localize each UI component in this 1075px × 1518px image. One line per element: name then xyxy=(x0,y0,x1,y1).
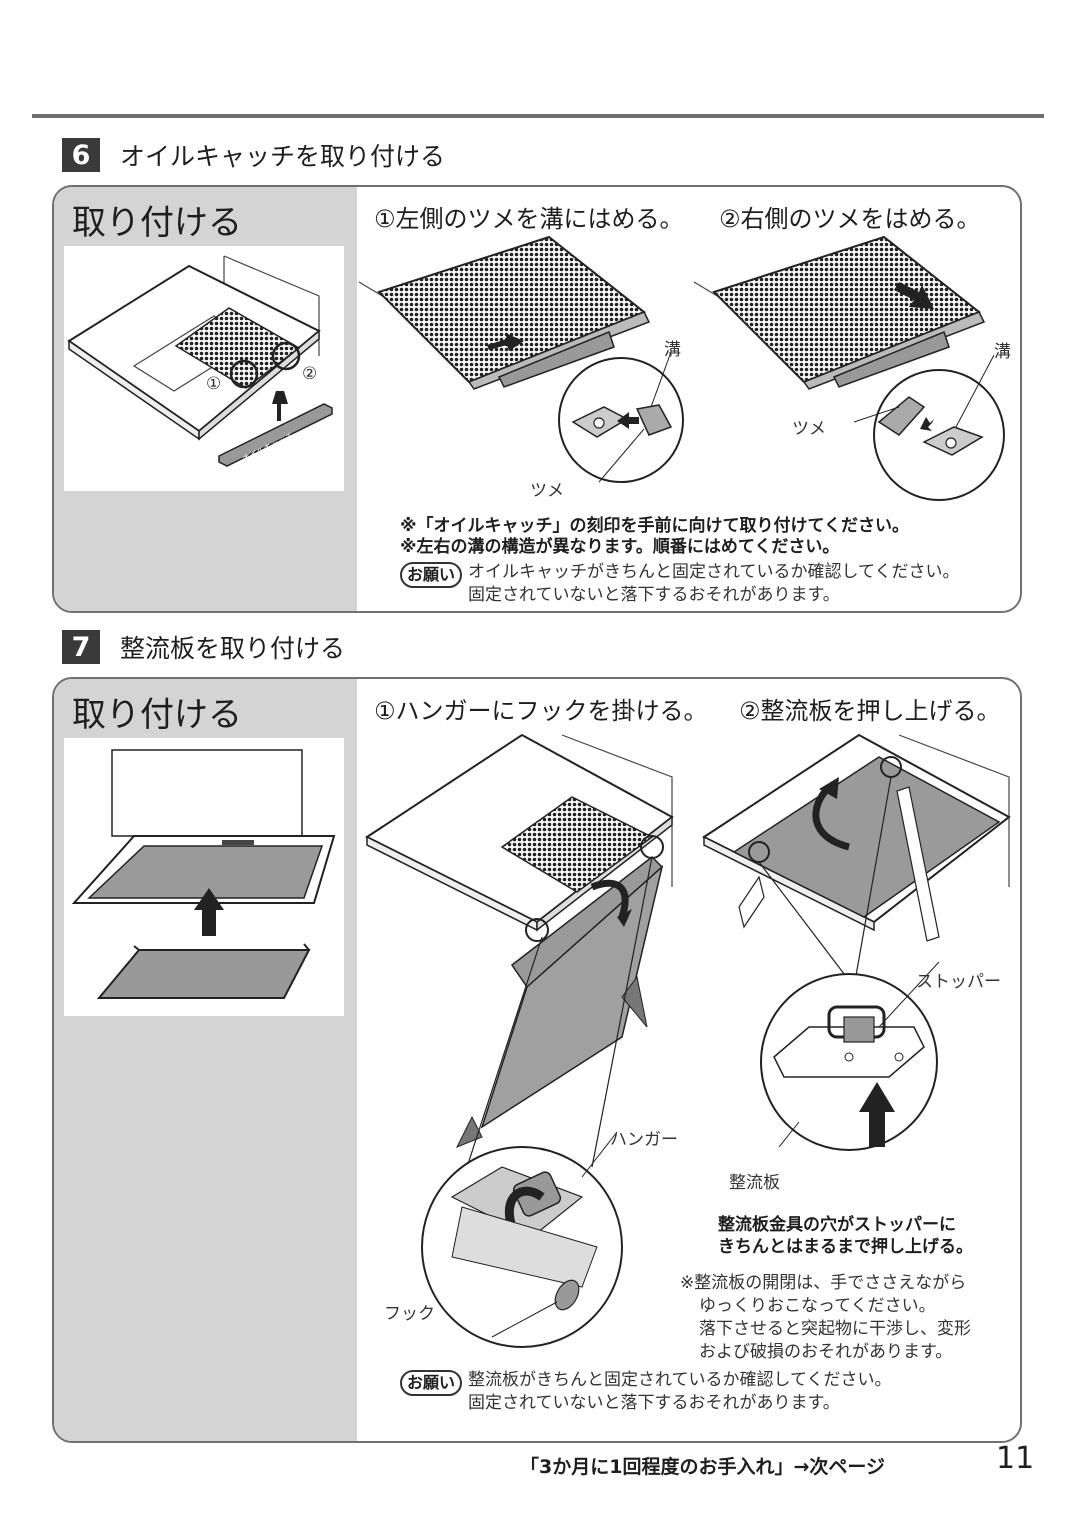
section7-request-badge: お願い xyxy=(400,1370,463,1396)
section7-caution-line-1: ※整流板の開閉は、手でささえながら xyxy=(680,1273,967,1293)
section7-step1: ①ハンガーにフックを掛ける。 xyxy=(374,697,708,725)
section7-panel-label: 取り付ける xyxy=(72,695,242,735)
step2-right-tab-illustration xyxy=(693,235,1005,501)
section7-caution: ※整流板の開閉は、手でささえながら ゆっくりおこなってください。 落下させると突… xyxy=(680,1272,971,1364)
left-callout-circle2: ② xyxy=(302,364,318,384)
callout-groove-left: 溝 xyxy=(664,340,681,360)
section7-number: 7 xyxy=(62,630,100,664)
section6-step1: ①左側のツメを溝にはめる。 xyxy=(374,205,684,233)
callout-flow-plate: 整流板 xyxy=(729,1173,780,1193)
oil-catch-overview-illustration: ① ② オイルキャッチ xyxy=(64,246,344,491)
section6-request-badge: お願い xyxy=(400,562,463,588)
section7-bold-note-1: 整流板金具の穴がストッパーに xyxy=(718,1215,956,1235)
callout-hook: フック xyxy=(384,1304,435,1324)
range-hood-underside-drawing xyxy=(67,255,333,467)
section7-request-text: 整流板がきちんと固定されているか確認してください。 固定されていないと落下するお… xyxy=(468,1369,891,1415)
section7-header: 7 整流板を取り付ける xyxy=(62,630,345,664)
section6-panel-label: 取り付ける xyxy=(72,203,242,243)
section7-bold-note-2: きちんとはまるまで押し上げる。 xyxy=(718,1237,973,1257)
section6-title: オイルキャッチを取り付ける xyxy=(120,142,446,171)
left-callout-circle1: ① xyxy=(206,374,222,394)
section7-request: お願い 整流板がきちんと固定されているか確認してください。 固定されていないと落… xyxy=(400,1369,892,1415)
section7-title: 整流板を取り付ける xyxy=(120,634,346,663)
section7-request-line-2: 固定されていないと落下するおそれがあります。 xyxy=(468,1393,840,1413)
section7-caution-line-4: および破損のおそれがあります。 xyxy=(699,1342,953,1362)
section7-request-line-1: 整流板がきちんと固定されているか確認してください。 xyxy=(468,1370,892,1390)
section6-panel: 取り付ける ① ② オイルキャッチ ①左側のツメを溝にはめる。 ②右側のツメをは… xyxy=(52,185,1022,613)
section6-step2: ②右側のツメをはめる。 xyxy=(719,205,981,233)
section7-caution-line-2: ゆっくりおこなってください。 xyxy=(699,1296,936,1316)
section6-note-1: ※「オイルキャッチ」の刻印を手前に向けて取り付けてください。 xyxy=(400,516,910,536)
section6-request-line-2: 固定されていないと落下するおそれがあります。 xyxy=(468,585,840,605)
section7-step2: ②整流板を押し上げる。 xyxy=(739,697,1001,725)
section6-note-2: ※左右の溝の構造が異なります。順番にはめてください。 xyxy=(400,537,840,557)
section6-number: 6 xyxy=(62,138,100,172)
hang-hook-illustration xyxy=(365,733,674,1348)
section7-panel: 取り付ける ①ハンガーにフックを掛ける。 ②整流板を押し上げる。 xyxy=(52,677,1022,1443)
page-number: 11 xyxy=(996,1441,1035,1476)
hood-and-plate-drawing xyxy=(71,749,336,999)
section7-caution-line-3: 落下させると突起物に干渉し、変形 xyxy=(699,1319,971,1339)
section6-request-line-1: オイルキャッチがきちんと固定されているか確認してください。 xyxy=(468,562,960,582)
section6-request-text: オイルキャッチがきちんと固定されているか確認してください。 固定されていないと落… xyxy=(468,561,959,607)
callout-stopper: ストッパー xyxy=(916,972,1001,992)
section6-header: 6 オイルキャッチを取り付ける xyxy=(62,138,445,172)
top-rule xyxy=(32,114,1044,118)
flow-plate-overview-illustration xyxy=(64,738,344,1016)
callout-tab-left: ツメ xyxy=(530,481,564,501)
callout-hanger: ハンガー xyxy=(610,1130,678,1150)
step1-left-tab-illustration xyxy=(358,235,684,483)
next-page-link[interactable]: 「3か月に1回程度のお手入れ」→次ページ xyxy=(520,1456,885,1478)
callout-tab-right: ツメ xyxy=(792,419,826,439)
push-up-plate-illustration xyxy=(702,733,1011,1151)
section6-request: お願い オイルキャッチがきちんと固定されているか確認してください。 固定されてい… xyxy=(400,561,959,607)
callout-groove-right: 溝 xyxy=(994,342,1011,362)
